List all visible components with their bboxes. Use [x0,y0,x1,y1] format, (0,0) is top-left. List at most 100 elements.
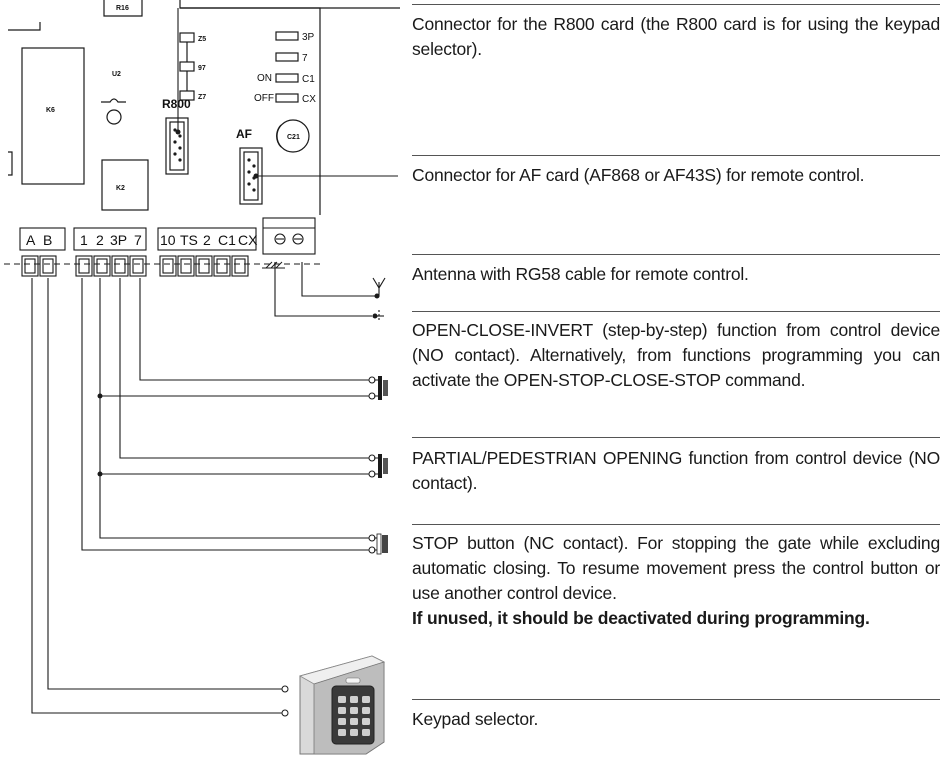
terminal-screw-slot [78,258,90,274]
terminal-label-10: 10 [160,232,176,248]
wire-terminal-b [47,278,282,690]
keypad-key [338,729,346,736]
terminal-label-ts: TS [180,232,198,248]
jumper-7 [275,52,299,62]
desc-partial-opening: PARTIAL/PEDESTRIAN OPENING function from… [412,448,940,493]
label-z6: 97 [198,65,206,72]
component-top-left [8,22,41,31]
terminal-label-1: 1 [80,232,88,248]
antenna-ground-icon [372,310,384,322]
terminal-screw [159,255,177,277]
antenna-terminal-block [262,217,316,255]
desc-stop-button: STOP button (NC contact). For stopping t… [412,531,940,631]
desc-keypad-selector: Keypad selector. [412,709,539,729]
separator-4 [412,311,940,312]
pushbutton-no-icon [374,376,388,400]
terminal-screw [111,255,129,277]
terminal-screw-slot [180,258,192,274]
terminal-screw-slot [162,258,174,274]
jumper-3p [275,31,299,41]
terminal-screw [129,255,147,277]
terminal-label-b: B [43,232,52,248]
jumper-c1 [275,73,299,83]
terminal-screw [213,255,231,277]
terminal-label-2: 2 [96,232,104,248]
separator-5 [412,437,940,438]
desc-step-by-step: OPEN-CLOSE-INVERT (step-by-step) functio… [412,320,940,390]
terminal-screw-slot [132,258,144,274]
label-z7: Z7 [198,94,206,101]
separator-6 [412,524,940,525]
wire-terminal-2-b [99,396,369,539]
terminal-label-3p: 3P [110,232,127,248]
keypad-key [362,718,370,725]
terminal-label-2b: 2 [203,232,211,248]
terminal-label-cx: CX [238,232,258,248]
terminal-screw-slot [42,258,54,274]
keypad-key [350,729,358,736]
separator-1 [412,4,940,5]
terminal-screw-slot [234,258,246,274]
label-jumper-c1: C1 [302,74,315,85]
keypad-key [362,696,370,703]
terminal-screw [75,255,93,277]
label-r800: R800 [162,97,191,111]
terminal-group-ab [19,227,66,251]
terminal-screw [93,255,111,277]
wire-terminal-a [31,278,282,714]
label-jumper-cx: CX [302,94,316,105]
separator-3 [412,254,940,255]
terminal-screw-slot [96,258,108,274]
terminal-label-a: A [26,232,36,248]
label-z5: Z5 [198,36,206,43]
wire-terminal-7 [139,278,369,381]
terminal-screw-slot [216,258,228,274]
pushbutton-stop-icon [374,533,388,555]
relay-k2 [101,159,149,211]
desc-antenna: Antenna with RG58 cable for remote contr… [412,264,749,284]
antenna-screw-1 [274,233,286,245]
jumper-z6 [179,61,195,72]
wire-terminal-1 [81,278,369,551]
keypad-key [338,707,346,714]
antenna-screw-2 [292,233,304,245]
label-jumper-7: 7 [302,53,308,64]
component-r16-box [103,0,143,17]
label-af: AF [236,127,252,141]
terminal-screw [231,255,249,277]
terminal-screw [21,255,39,277]
label-r16: R16 [116,5,129,12]
keypad-key [350,718,358,725]
component-u2-notch [101,98,126,103]
terminal-screw-slot [198,258,210,274]
label-k2: K2 [116,185,125,192]
relay-k6 [21,47,85,185]
terminal-screw-slot [24,258,36,274]
r800-connector-inner [169,121,185,171]
jumper-z5 [179,32,195,43]
keypad-key [338,718,346,725]
separator-7 [412,699,940,700]
terminal-screw [39,255,57,277]
terminal-group-1-7 [73,227,147,251]
keypad-key [350,696,358,703]
label-c21: C21 [287,134,300,141]
antenna-icon [372,277,386,299]
desc-stop-note: If unused, it should be deactivated duri… [412,608,870,628]
label-k6: K6 [46,107,55,114]
label-jumper-on: ON [257,73,272,84]
capacitor-c21-inner [276,124,282,148]
terminal-label-7: 7 [134,232,142,248]
label-u2: U2 [112,71,121,78]
board-outline [179,0,321,215]
terminal-screw [195,255,213,277]
jumper-cx [275,93,299,103]
label-jumper-3p: 3P [302,32,315,43]
desc-r800-connector: Connector for the R800 card (the R800 ca… [412,14,940,59]
keypad-key [338,696,346,703]
desc-af-connector: Connector for AF card (AF868 or AF43S) f… [412,165,865,185]
keypad-key [362,707,370,714]
wire-terminal-3p [119,278,369,459]
keypad-key [362,729,370,736]
